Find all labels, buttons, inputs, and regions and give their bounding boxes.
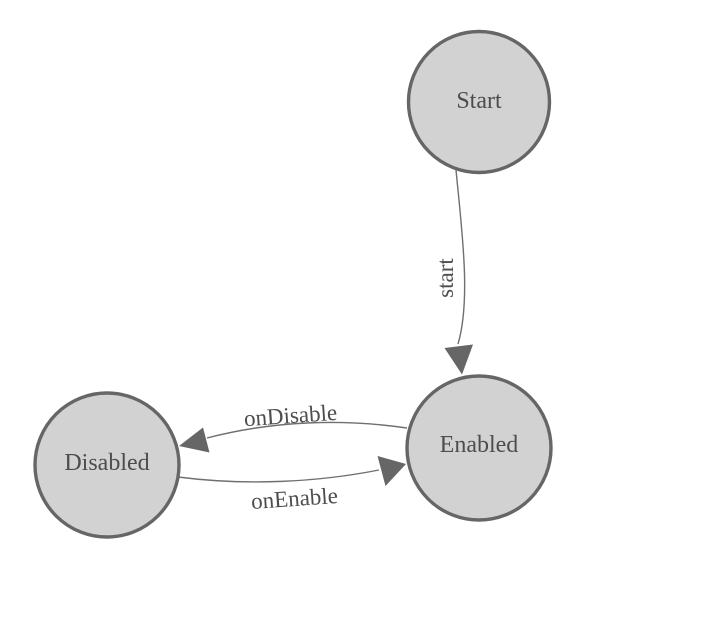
state-node-disabled: Disabled [33,391,181,539]
state-node-enabled: Enabled [405,374,553,522]
arrowhead-down-icon [444,344,473,375]
edge-label-ondisable: onDisable [243,400,338,431]
state-label-disabled: Disabled [64,450,149,476]
edge-line-onenable [177,469,380,483]
edge-label-onenable: onEnable [250,483,338,514]
state-node-start: Start [406,29,552,175]
state-label-enabled: Enabled [440,432,519,458]
edge-disabled-to-enabled: onEnable [177,456,406,514]
state-circle-enabled [405,374,553,522]
state-label-start: Start [456,88,502,114]
arrowhead-left-icon [179,427,210,453]
edge-enabled-to-disabled: onDisable [179,400,408,453]
edge-line-start [455,169,466,345]
edge-label-start: start [433,258,458,298]
edge-line-ondisable [206,421,408,439]
arrowhead-right-icon [377,456,406,486]
state-circle-disabled [33,391,181,539]
state-circle-start [406,29,552,175]
edge-start-to-enabled: start [433,169,473,375]
